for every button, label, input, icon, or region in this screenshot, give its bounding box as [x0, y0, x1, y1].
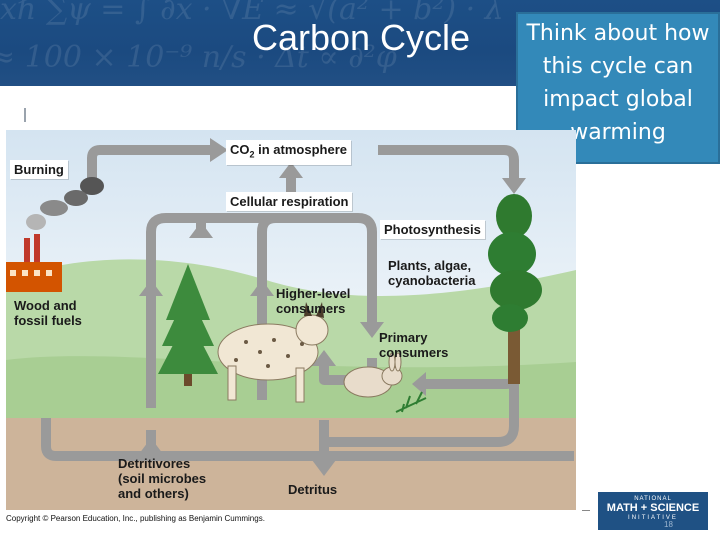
lynx-illustration [217, 302, 329, 403]
arrow-detritus-loop [319, 384, 519, 464]
spot [234, 358, 238, 362]
callout-line: this cycle can [542, 54, 694, 79]
arrow-head [502, 178, 526, 194]
label-detritus: Detritus [288, 482, 338, 497]
label-line: fossil fuels [14, 313, 82, 328]
rabbit-illustration [343, 352, 403, 398]
soil [6, 418, 576, 510]
spot [244, 340, 248, 344]
tree-foliage [496, 194, 532, 238]
divider-tick [24, 108, 26, 122]
tree-trunk [184, 374, 192, 386]
arrow-heads [139, 138, 526, 476]
page-number: 18 [664, 520, 673, 529]
label-line: consumers [276, 301, 346, 316]
label-line: consumers [379, 345, 449, 360]
tree-foliage [492, 304, 528, 332]
label-line: Plants, algae, [388, 258, 472, 273]
smoke [26, 214, 46, 230]
spot [300, 342, 304, 346]
label-plants: Plants, algae, cyanobacteria [388, 258, 475, 288]
arrow-head [189, 222, 213, 238]
logo-line: MATH + SCIENCE [606, 502, 700, 514]
arrow-head [139, 280, 163, 296]
label-photosynthesis: Photosynthesis [380, 220, 485, 239]
label-line: and others) [118, 486, 189, 501]
small-plant-illustration [395, 391, 427, 413]
factory-window [34, 270, 40, 276]
co2-subscript: 2 [249, 149, 255, 160]
smoke [40, 200, 68, 216]
arrow-head [412, 372, 426, 396]
factory-window [46, 270, 52, 276]
lynx-leg [295, 367, 305, 403]
arrow-head [312, 460, 336, 476]
factory-window [22, 270, 28, 276]
tree-foliage [488, 232, 536, 276]
smoke [64, 190, 88, 206]
label-line: Primary [379, 330, 428, 345]
spot [272, 338, 276, 342]
lynx-ear [316, 302, 324, 318]
chimney [34, 234, 40, 268]
arrow-head [139, 438, 163, 454]
lynx-leg [227, 365, 237, 401]
spot [258, 350, 262, 354]
label-burning: Burning [10, 160, 68, 179]
arrow-head [279, 162, 303, 178]
tree-foliage [490, 270, 542, 310]
divider-dash [582, 510, 590, 511]
callout-line: impact global [543, 87, 693, 112]
header-decoration: 𝑥ℏ ∑ψ = ∫ ∂x · ∇E ≈ √(a² + b²) · λ [0, 0, 504, 27]
copyright-text: Copyright © Pearson Education, Inc., pub… [6, 514, 265, 523]
arrow-to-detritus-outer [41, 418, 574, 461]
nmsi-logo: NATIONAL MATH + SCIENCE INITIATIVE [598, 492, 708, 530]
logo-line: INITIATIVE [628, 515, 678, 521]
factory-window [10, 270, 16, 276]
label-wood-fossil-fuels: Wood and fossil fuels [14, 298, 82, 328]
spot [286, 354, 290, 358]
callout-line: Think about how [526, 21, 710, 46]
smoke [80, 177, 104, 195]
diagram-illustration [6, 130, 576, 510]
arrow-head [250, 280, 274, 296]
lynx-head [295, 314, 329, 346]
label-higher-consumers: Higher-level consumers [276, 286, 350, 316]
lynx-ear [304, 302, 312, 316]
factory-building [6, 262, 62, 292]
carbon-cycle-diagram: CO2 in atmosphere Burning Cellular respi… [6, 130, 576, 510]
factory-illustration [6, 177, 104, 292]
lynx-body [217, 323, 319, 381]
label-line: cyanobacteria [388, 273, 476, 288]
label-line: Higher-level [276, 286, 351, 301]
lynx-spots [234, 338, 304, 368]
label-line: Wood and [14, 298, 77, 313]
plant-stem [395, 391, 427, 413]
label-detritivores: Detritivores (soil microbes and others) [118, 456, 206, 501]
tall-tree-illustration [488, 194, 542, 384]
spot [266, 364, 270, 368]
arrow-burning-to-co2 [87, 145, 216, 184]
co2-rest-text: in atmosphere [254, 142, 347, 157]
rabbit-ear [394, 352, 402, 372]
label-line: Detritivores [118, 456, 191, 471]
logo-line: NATIONAL [634, 496, 672, 502]
header-decoration: ≈ 100 × 10⁻⁹ n/s · Δt ∝ ∂²φ [0, 40, 397, 75]
label-cellular-respiration: Cellular respiration [226, 192, 353, 211]
tree-tier [158, 316, 218, 374]
label-co2-atmosphere: CO2 in atmosphere [226, 140, 351, 165]
co2-text: CO [230, 142, 250, 157]
arrow-head [312, 350, 336, 366]
arrow-respiration-inner-2 [257, 213, 277, 400]
label-line: (soil microbes [118, 471, 207, 486]
arrow-head [210, 138, 228, 162]
arrow-head [360, 322, 384, 338]
callout-line: warming [570, 120, 666, 145]
label-primary-consumers: Primary consumers [379, 330, 448, 360]
arrow-co2-to-photosynthesis [378, 145, 519, 182]
pine-tree-illustration [158, 264, 218, 386]
chimney [24, 238, 30, 268]
page-title: Carbon Cycle [251, 17, 471, 58]
